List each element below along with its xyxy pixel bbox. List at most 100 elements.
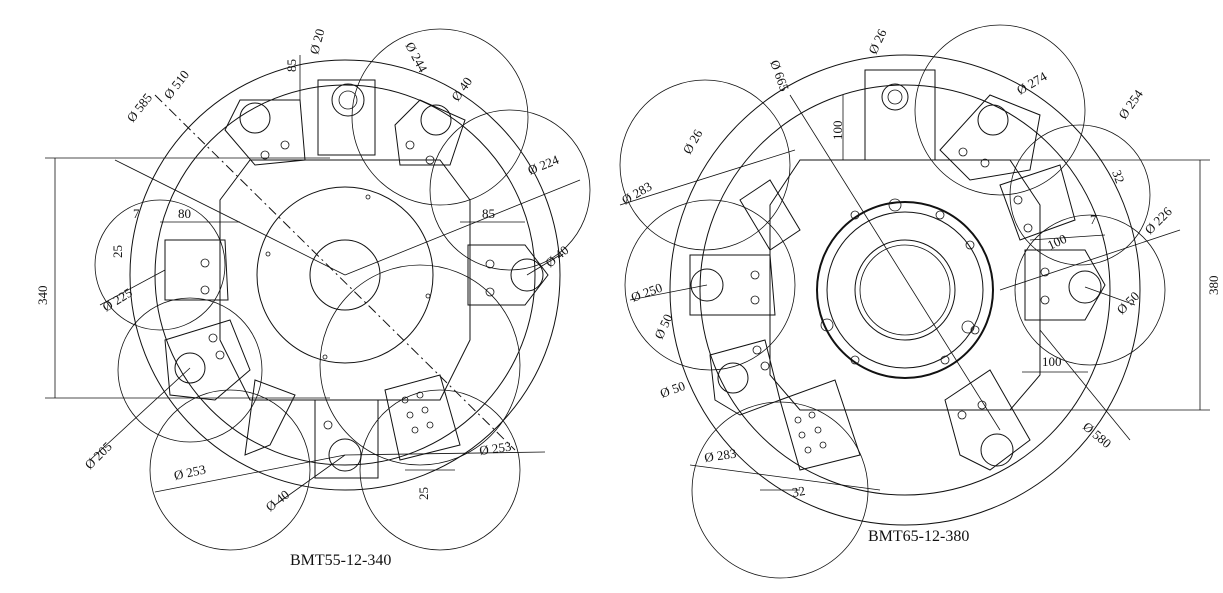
dim-d226: Ø 226 — [1142, 203, 1176, 237]
tool-holder-top-right — [394, 99, 466, 166]
leader-line — [274, 454, 346, 506]
mount-hole — [935, 210, 945, 220]
drawing-title-bmt65: BMT65-12-380 — [868, 528, 969, 545]
dim-h340: 340 — [35, 286, 50, 306]
tool-holder-bottom-right — [384, 374, 461, 461]
tool-holder-angled — [739, 179, 801, 251]
dim-d250: Ø 250 — [629, 280, 664, 305]
swing-circle-lower-left — [117, 297, 263, 443]
outer-circle-585 — [129, 59, 561, 491]
leader-line — [99, 269, 166, 306]
leader-line — [344, 451, 546, 456]
dim-w85: 85 — [482, 206, 495, 221]
mount-hole — [820, 318, 834, 332]
dim-h85: 85 — [284, 59, 299, 72]
turret-center-bore — [854, 239, 956, 341]
swing-circle-bottom-right — [359, 389, 521, 551]
dim-d40-bottom: Ø 40 — [263, 487, 292, 515]
dim-h100-top: 100 — [830, 121, 845, 141]
dim-w100-right: 100 — [1045, 231, 1069, 253]
leader-line — [1039, 329, 1131, 441]
mount-hole — [850, 210, 860, 220]
center-line — [154, 94, 516, 451]
mount-hole — [961, 320, 975, 334]
outer-circle-665 — [669, 54, 1141, 526]
dim-w100-bottom: 100 — [1042, 354, 1062, 369]
tool-holder-left — [689, 254, 776, 316]
turret-body — [769, 159, 1041, 411]
dim-w25-bottom: 25 — [416, 487, 431, 500]
tool-holder-lower-left — [164, 319, 251, 401]
outer-circle-580 — [699, 84, 1111, 496]
dim-d244: Ø 244 — [402, 39, 431, 75]
swing-circle-top-left — [619, 79, 791, 251]
mount-hole — [970, 325, 980, 335]
leader-line — [526, 254, 561, 276]
tool-holder-top-right — [939, 94, 1041, 181]
dim-d253-left: Ø 253 — [173, 462, 208, 483]
dim-w32-bottom: 32 — [791, 483, 806, 500]
mount-hole — [365, 194, 371, 200]
dim-d253-right: Ø 253 — [478, 439, 512, 458]
dim-w7-right: 7 — [1090, 212, 1097, 227]
dim-d510: Ø 510 — [161, 67, 193, 102]
dim-d26-top: Ø 26 — [865, 26, 890, 56]
leader-line — [619, 149, 796, 206]
tool-holder-right — [1024, 249, 1106, 321]
leader-line — [114, 159, 346, 276]
swing-circle-top — [351, 28, 529, 206]
leader-line — [999, 229, 1181, 291]
dim-d283-top: Ø 283 — [619, 179, 654, 208]
mount-hole — [965, 240, 975, 250]
dim-w80: 80 — [178, 206, 191, 221]
turret-drawing-bmt55: Ø 20 Ø 244 Ø 40 85 Ø 510 Ø 585 Ø 224 85 … — [35, 27, 591, 569]
drawing-title-bmt55: BMT55-12-340 — [290, 552, 391, 569]
swing-circle-bottom — [691, 401, 869, 579]
dim-d50-right: Ø 50 — [1114, 288, 1143, 317]
dim-d225: Ø 225 — [100, 285, 135, 315]
dim-d254: Ø 254 — [1115, 86, 1146, 121]
turret-center-bore — [309, 239, 381, 311]
leader-line — [154, 454, 346, 493]
dim-d26-left: Ø 26 — [680, 126, 706, 156]
tool-holder-bottom-left — [779, 379, 861, 471]
mount-hole — [322, 354, 328, 360]
mount-hole — [888, 198, 902, 212]
dim-d274: Ø 274 — [1014, 68, 1050, 97]
tool-holder-left — [164, 239, 229, 301]
swing-circle-top-right — [914, 24, 1086, 196]
dim-w25-left: 25 — [110, 245, 125, 258]
mount-hole — [425, 293, 431, 299]
mount-hole — [850, 355, 860, 365]
swing-circle-left — [624, 199, 796, 371]
dim-d40-top: Ø 40 — [448, 74, 475, 104]
swing-circle-left — [94, 199, 226, 331]
turret-disk-inner — [826, 211, 984, 369]
swing-circle-right — [429, 109, 591, 271]
tool-holder-left-lower — [709, 339, 781, 416]
swing-circle-right-low — [1014, 214, 1166, 366]
tool-holder-top — [317, 79, 376, 156]
dim-h380: 380 — [1206, 276, 1221, 296]
dim-d585: Ø 585 — [124, 90, 156, 125]
tool-holder-bottom — [314, 399, 379, 479]
leader-line — [344, 179, 581, 276]
turret-body — [219, 159, 471, 401]
tool-holder-top-left — [224, 99, 306, 166]
center-line — [789, 94, 1001, 431]
dim-d580: Ø 580 — [1080, 419, 1114, 451]
turret-disk — [256, 186, 434, 364]
turret-disk-outer — [816, 201, 994, 379]
dim-w7: 7 — [133, 206, 140, 221]
swing-circle-right-mid — [319, 264, 521, 466]
tool-holder-bottom-right — [944, 369, 1031, 471]
mount-hole — [265, 251, 271, 257]
tool-holder-right-upper — [999, 164, 1076, 241]
leader-line — [89, 367, 191, 461]
tool-holder-top — [864, 69, 936, 161]
dim-d205: Ø 205 — [82, 439, 115, 472]
mount-hole — [940, 355, 950, 365]
tool-holder-angled — [244, 379, 296, 456]
dim-d283-bottom: Ø 283 — [703, 446, 737, 465]
